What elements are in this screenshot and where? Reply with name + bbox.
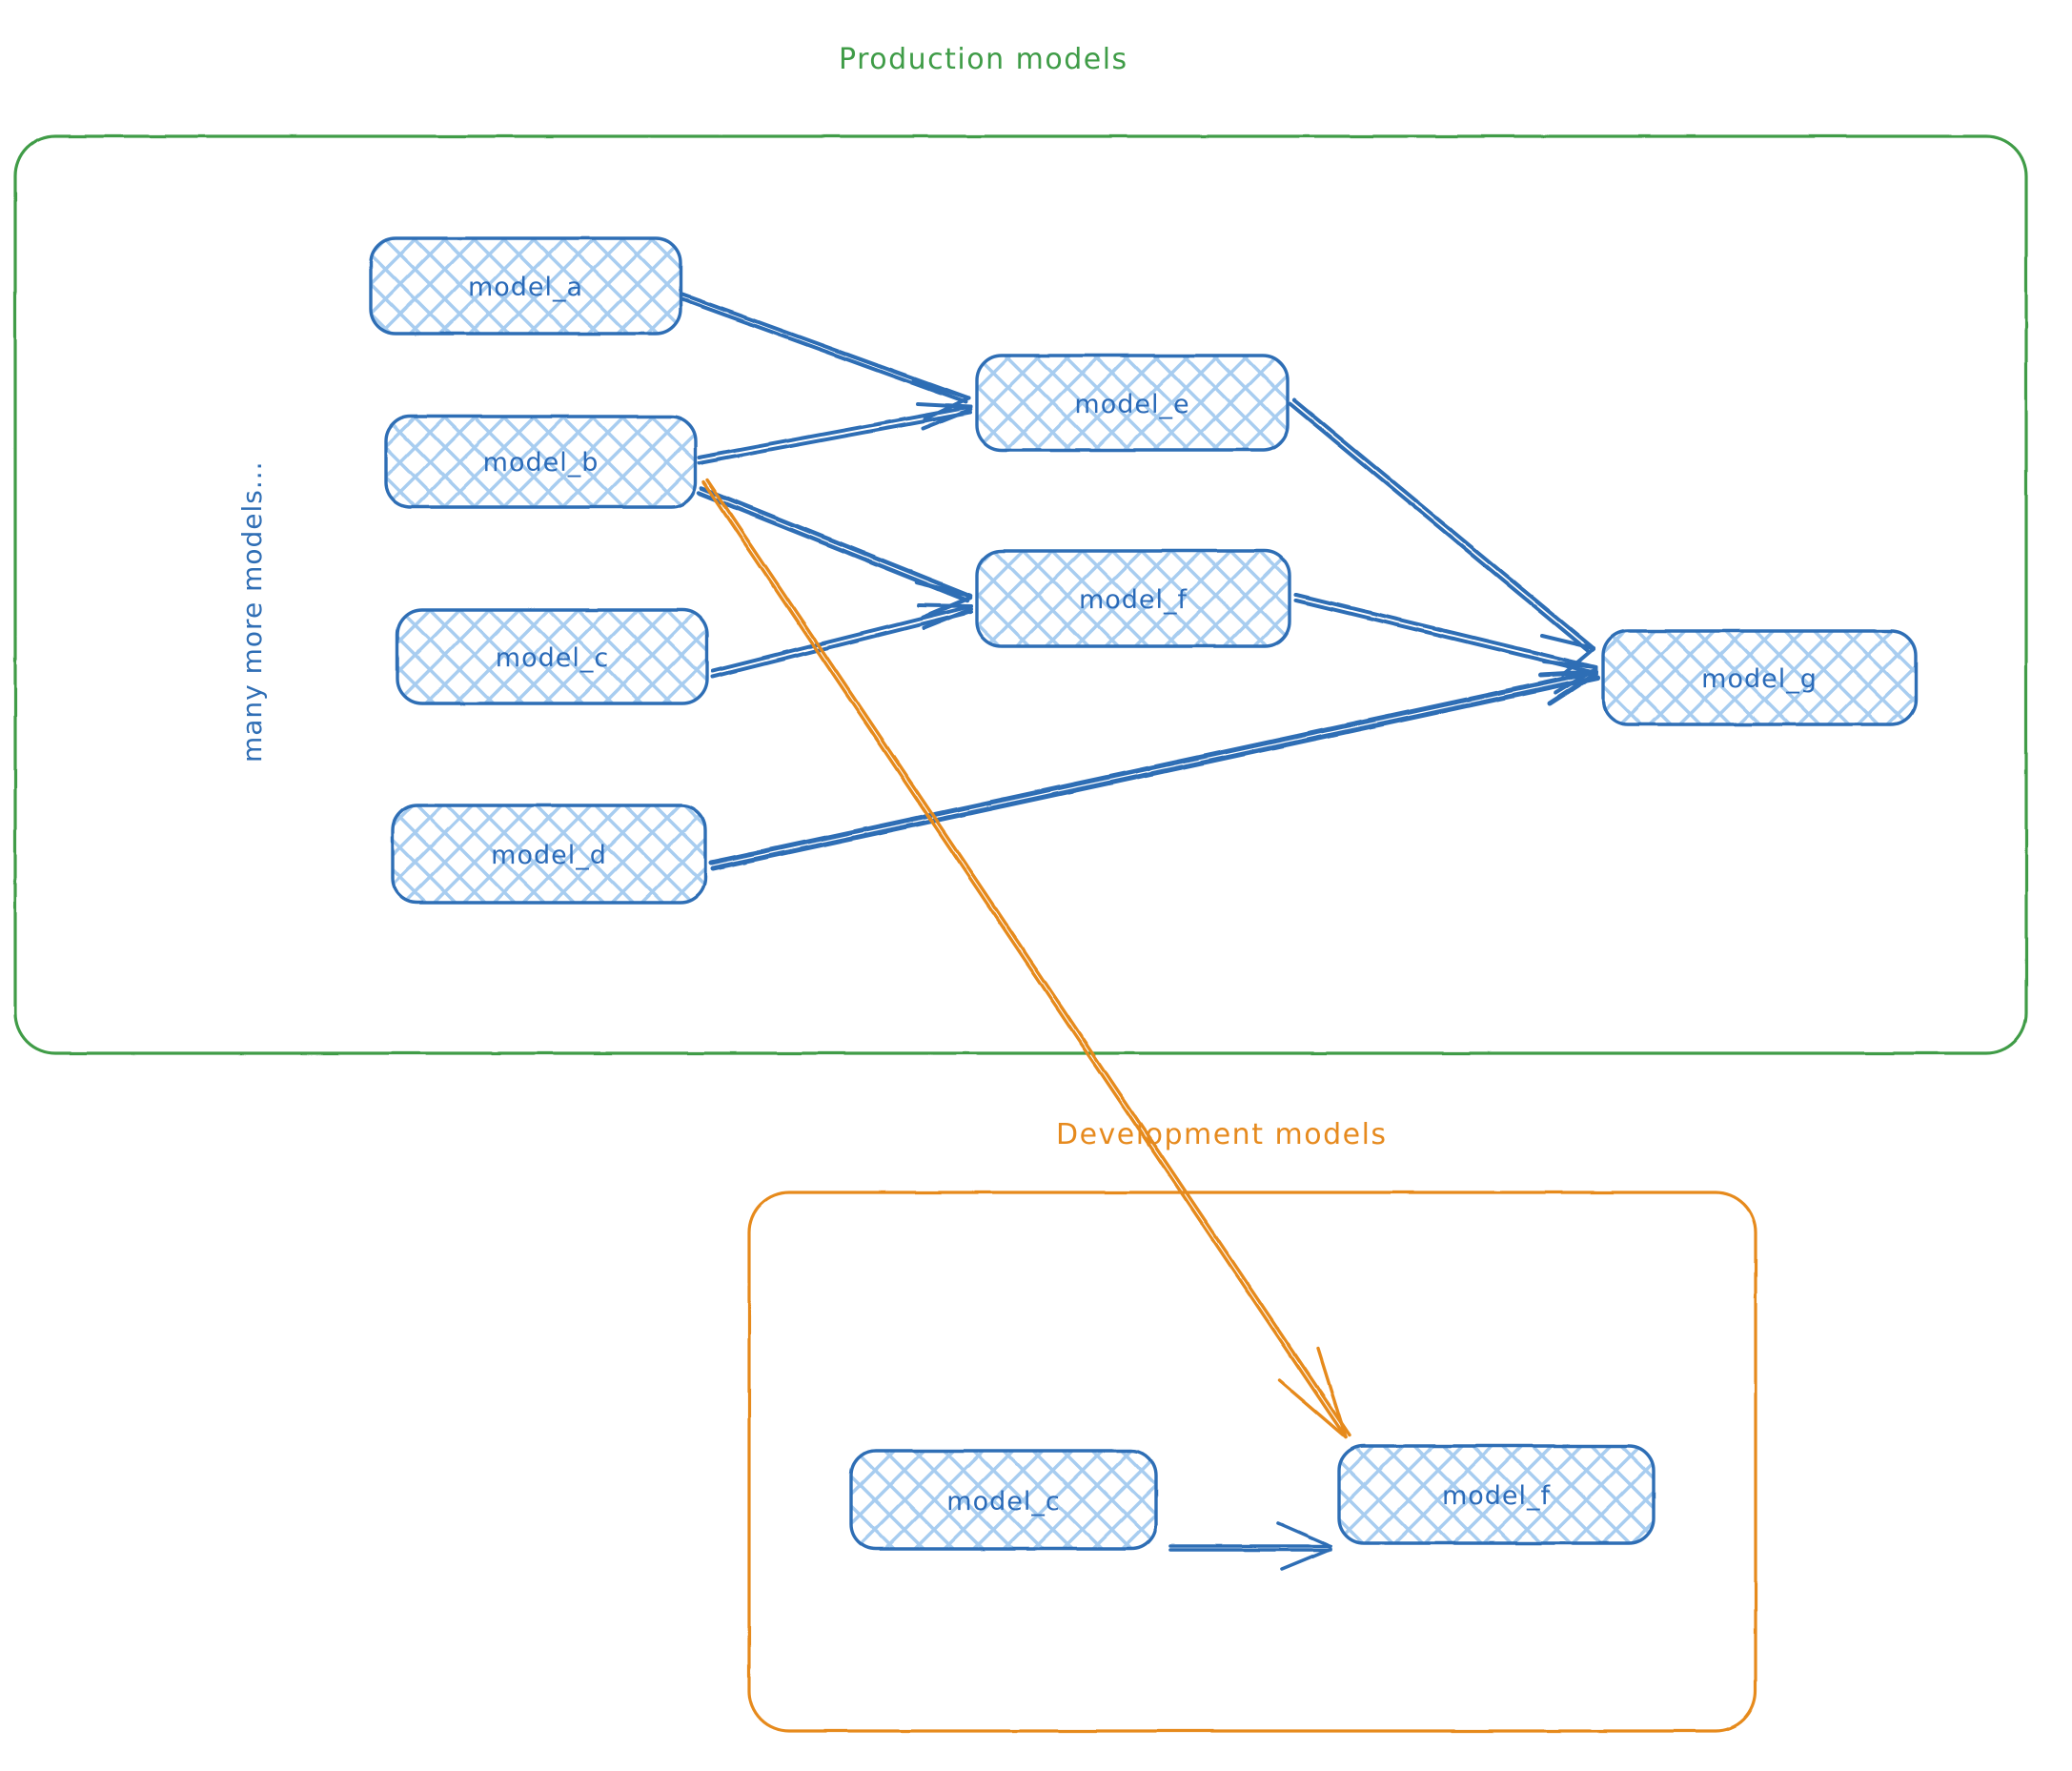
node-prod-model-f[interactable] <box>975 549 1291 648</box>
edge-d-to-g <box>708 669 1600 871</box>
node-dev-model-c[interactable] <box>849 1449 1158 1551</box>
production-group-border <box>13 134 2028 1055</box>
edge-c-to-f <box>711 603 973 679</box>
edge-b-to-e <box>697 402 972 465</box>
edge-b-to-dev-f <box>701 478 1351 1439</box>
node-prod-model-d[interactable] <box>391 804 707 905</box>
edge-e-to-g <box>1289 398 1595 677</box>
node-prod-model-e[interactable] <box>975 354 1290 452</box>
node-prod-model-g[interactable] <box>1601 629 1918 726</box>
node-prod-model-c[interactable] <box>396 608 709 705</box>
development-group-border <box>747 1191 1757 1733</box>
edge-b-to-f <box>696 485 973 621</box>
production-group-title: Production models <box>839 43 1128 76</box>
node-prod-model-b[interactable] <box>384 415 698 509</box>
edge-devc-to-devf <box>1168 1521 1332 1571</box>
development-group-title: Development models <box>1056 1118 1388 1151</box>
node-prod-model-a[interactable] <box>369 236 682 336</box>
node-dev-model-f[interactable] <box>1337 1444 1656 1545</box>
many-more-models-note: many more models... <box>236 460 268 763</box>
